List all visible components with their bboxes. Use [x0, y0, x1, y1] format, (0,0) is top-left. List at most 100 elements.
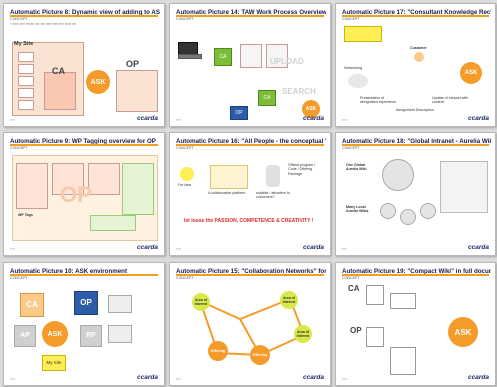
ccarda-logo: ccarda — [468, 374, 489, 381]
ask-circle: ASK — [86, 70, 110, 94]
slide-thumbnail-5[interactable]: Automatic Picture 16: "All People - the … — [169, 132, 331, 256]
slide-title: Automatic Picture 9: WP Tagging overview… — [10, 138, 156, 145]
many-wikis-label: Many Local Aurelia Wikis — [346, 205, 369, 214]
slide-footer-text: ▪▪▪▪ — [176, 118, 181, 122]
lightbulb-icon — [180, 167, 194, 181]
ca-label: CA — [52, 66, 65, 76]
divider — [342, 274, 489, 276]
divider — [342, 144, 489, 146]
wiki-globe-small-icon — [400, 209, 416, 225]
tag-group — [90, 215, 136, 231]
slide-subtitle: CONCEPT — [10, 17, 28, 21]
slide-thumbnail-4[interactable]: Automatic Picture 9: WP Tagging overview… — [3, 132, 165, 256]
slide-title: Automatic Picture 16: "All People - the … — [176, 138, 326, 145]
wiki-page-icon — [390, 347, 416, 375]
ccarda-logo: ccarda — [303, 115, 324, 122]
slide-title: Automatic Picture 14: TAW Work Process O… — [176, 9, 326, 16]
slide-thumbnail-8[interactable]: Automatic Picture 15: "Collaboration Net… — [169, 262, 331, 386]
slide-subtitle: CONCEPT — [10, 276, 28, 280]
slide-thumbnail-6[interactable]: Automatic Picture 18: "Global Intranet -… — [335, 132, 496, 256]
divider — [10, 274, 158, 276]
slide-thumbnail-2[interactable]: Automatic Picture 14: TAW Work Process O… — [169, 3, 331, 127]
idea-label: For idea — [178, 183, 192, 187]
ca-label: CA — [348, 284, 360, 293]
search-watermark: SEARCH — [282, 87, 316, 96]
network-icon — [348, 74, 368, 88]
my-site-label: My Site — [14, 41, 34, 47]
site-block — [18, 76, 34, 86]
slide-subtitle: CONCEPT — [176, 17, 194, 21]
divider — [176, 15, 324, 17]
ask-circle: ASK — [302, 100, 320, 118]
op-watermark: OP — [60, 182, 92, 207]
area-of-interest-node: Area of Interest — [294, 325, 312, 343]
ccarda-logo: ccarda — [303, 244, 324, 251]
ca-block: CA — [214, 48, 232, 66]
slide-title: Automatic Picture 17: "Consultant Knowle… — [342, 9, 491, 16]
ca-panel — [44, 72, 76, 110]
area-of-interest-node: Area of Interest — [280, 291, 298, 309]
one-wiki-label: One Global Aurelia Wiki — [346, 163, 367, 172]
hands-image — [210, 165, 248, 189]
wiki-globe-small-icon — [380, 203, 396, 219]
slide-title: Automatic Picture 19: "Compact Wiki" in … — [342, 268, 491, 275]
ap-box: AP — [14, 325, 36, 347]
person-icon — [266, 165, 280, 187]
site-block — [18, 100, 34, 110]
slide-footer-text: ▪▪▪▪ — [176, 377, 181, 381]
suitable-label: suitable / attractive to customers? — [256, 191, 290, 200]
ccarda-logo: ccarda — [303, 374, 324, 381]
slogan-text: let loose the PASSION, COMPETENCE & CREA… — [184, 218, 314, 224]
window-icon — [390, 293, 416, 309]
slide-subtitle: CONCEPT — [10, 146, 28, 150]
slide-subtitle: CONCEPT — [176, 146, 194, 150]
tag-column — [122, 163, 154, 215]
tag-column — [52, 163, 84, 195]
op-box: OP — [74, 291, 98, 315]
slide-footer-text: ▪▪▪▪ — [342, 118, 347, 122]
slide-subtitle: CONCEPT — [342, 17, 360, 21]
doc-icon — [240, 44, 262, 68]
ccarda-logo: ccarda — [137, 374, 158, 381]
site-block — [18, 52, 34, 62]
note-box — [344, 26, 382, 42]
ask-circle: ASK — [448, 317, 478, 347]
site-block — [18, 88, 34, 98]
customer-icon — [414, 52, 424, 62]
doc-icon — [266, 44, 288, 68]
slide-body-text: ▪ ▪▪▪▪▪ ▪▪▪▪ ▪▪▪▪▪▪▪ ▪▪▪ ▪▪▪ ▪▪▪▪▪ ▪▪▪▪ … — [10, 22, 77, 26]
slide-thumbnail-1[interactable]: Automatic Picture 8: Dynamic view of add… — [3, 3, 165, 127]
offering-node: Offering — [208, 341, 228, 361]
tag-column — [88, 163, 120, 195]
divider — [10, 144, 158, 146]
slide-title: Automatic Picture 15: "Collaboration Net… — [176, 268, 326, 275]
slide-thumbnail-7[interactable]: Automatic Picture 10: ASK environment CO… — [3, 262, 165, 386]
upload-watermark: UPLOAD — [270, 57, 304, 66]
slide-subtitle: CONCEPT — [342, 276, 360, 280]
assignment-label: Assignment Description — [396, 108, 434, 112]
ccarda-logo: ccarda — [137, 115, 158, 122]
ca-block-mid: CA — [258, 90, 276, 106]
wiki-globe-small-icon — [420, 203, 436, 219]
slide-thumbnail-9[interactable]: Automatic Picture 19: "Compact Wiki" in … — [335, 262, 496, 386]
slide-footer-text: ▪▪▪▪ — [10, 247, 15, 251]
slide-subtitle: CONCEPT — [176, 276, 194, 280]
slide-title: Automatic Picture 8: Dynamic view of add… — [10, 9, 160, 16]
template-box — [108, 325, 132, 343]
slide-title: Automatic Picture 18: "Global Intranet -… — [342, 138, 491, 145]
ask-circle: ASK — [42, 321, 68, 347]
ccarda-logo: ccarda — [468, 244, 489, 251]
slide-subtitle: CONCEPT — [342, 146, 360, 150]
op-panel — [116, 70, 158, 112]
op-label: OP — [350, 326, 362, 335]
slide-footer-text: ▪▪▪▪ — [342, 247, 347, 251]
network-lines — [199, 297, 306, 357]
document-icon — [366, 327, 384, 347]
platform-label: A collaborative platform — [208, 191, 246, 195]
site-block — [18, 64, 34, 74]
divider — [176, 144, 324, 146]
divider — [176, 274, 324, 276]
op-label: OP — [126, 59, 140, 69]
slide-thumbnail-3[interactable]: Automatic Picture 17: "Consultant Knowle… — [335, 3, 496, 127]
